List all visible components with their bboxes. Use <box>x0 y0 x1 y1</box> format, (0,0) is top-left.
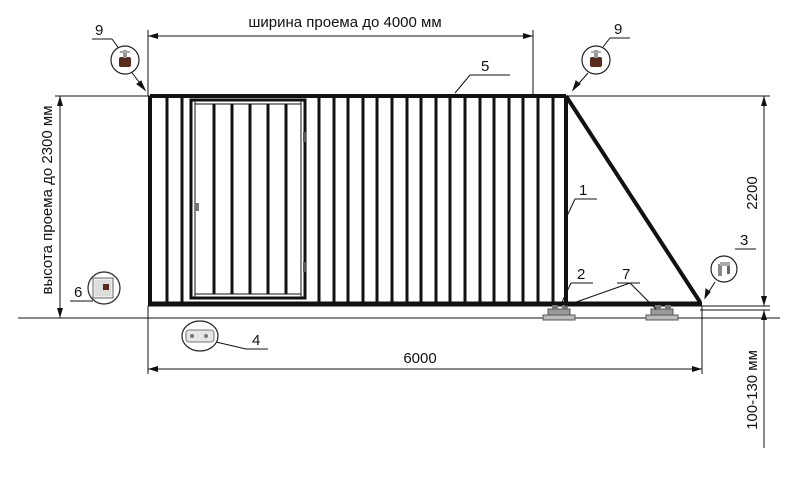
callout-4: 4 <box>252 332 260 349</box>
width-dimension: ширина проема до 4000 мм <box>148 14 533 39</box>
leader-lines <box>70 37 756 350</box>
wicket-door <box>189 98 307 300</box>
callout-6: 6 <box>74 284 82 301</box>
callout-9-left: 9 <box>95 22 103 39</box>
callout-numbers: 1 2 3 4 5 6 7 9 9 <box>74 21 748 349</box>
height-dimension-label: высота проема до 2300 мм <box>39 105 56 294</box>
callout-7: 7 <box>622 266 630 283</box>
roller-carriage-right <box>645 305 679 321</box>
callout-9-right: 9 <box>614 21 622 38</box>
roller-carriage-left <box>542 305 576 321</box>
clearance-dimension: 100-130 мм <box>744 310 767 448</box>
end-roller-icon <box>710 255 738 283</box>
door-handle <box>195 203 199 211</box>
width-dimension-label: ширина проема до 4000 мм <box>248 14 441 31</box>
door-hinge-bottom <box>303 262 306 272</box>
total-length-dimension: 6000 <box>148 350 702 372</box>
height-dimension: высота проема до 2300 мм <box>39 96 63 318</box>
door-hinge-top <box>303 132 306 142</box>
panel-height-label: 2200 <box>744 176 761 209</box>
callout-5: 5 <box>481 58 489 75</box>
vertical-pickets <box>165 98 555 302</box>
gate-frame <box>148 94 702 307</box>
top-roller-left-icon <box>110 45 140 75</box>
total-length-label: 6000 <box>403 350 436 367</box>
panel-height-dimension: 2200 <box>744 96 767 306</box>
clearance-label: 100-130 мм <box>744 350 761 430</box>
control-unit-icon <box>87 271 121 305</box>
extension-lines <box>18 30 780 374</box>
callout-3: 3 <box>740 232 748 249</box>
catcher-icon <box>181 320 219 352</box>
callout-1: 1 <box>579 182 587 199</box>
callout-2: 2 <box>577 266 585 283</box>
top-roller-right-icon <box>581 45 611 75</box>
